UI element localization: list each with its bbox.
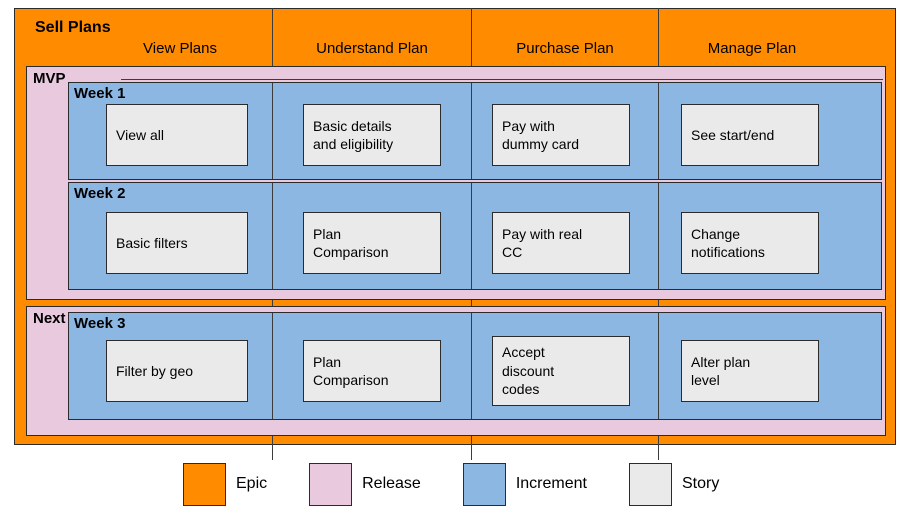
story-card[interactable]: Plan Comparison [303, 212, 441, 274]
increment-divider [272, 183, 273, 289]
increment-divider [272, 83, 273, 179]
legend-swatch-epic [183, 462, 226, 506]
legend-swatch-release [309, 462, 353, 506]
legend-swatch-story [628, 462, 672, 506]
story-card[interactable]: Pay with dummy card [492, 104, 630, 166]
legend: Epic Release Increment Story [183, 462, 783, 506]
legend-label-epic: Epic [236, 475, 268, 492]
legend-label-increment: Increment [515, 475, 587, 492]
release-title-mvp: MVP [33, 70, 66, 87]
increment-divider [272, 313, 273, 419]
release-inner-rule [121, 79, 883, 80]
legend-item-increment: Increment [462, 462, 587, 506]
story-card[interactable]: Pay with real CC [492, 212, 630, 274]
story-card[interactable]: Basic details and eligibility [303, 104, 441, 166]
increment-divider [471, 183, 472, 289]
legend-item-release: Release [309, 462, 421, 506]
increment-title-week3: Week 3 [74, 315, 126, 332]
story-card[interactable]: Alter plan level [681, 340, 819, 402]
story-card[interactable]: Accept discount codes [492, 336, 630, 406]
legend-label-story: Story [681, 475, 720, 492]
story-card[interactable]: Filter by geo [106, 340, 248, 402]
activity-header-view-plans[interactable]: View Plans [143, 40, 217, 57]
activity-header-manage-plan[interactable]: Manage Plan [707, 40, 797, 57]
legend-swatch-increment [462, 462, 506, 506]
legend-item-epic: Epic [183, 462, 268, 506]
increment-title-week1: Week 1 [74, 85, 126, 102]
epic-title: Sell Plans [35, 19, 111, 36]
activity-header-purchase-plan[interactable]: Purchase Plan [516, 40, 614, 57]
increment-divider [471, 83, 472, 179]
increment-divider [471, 313, 472, 419]
legend-item-story: Story [628, 462, 720, 506]
increment-divider [658, 83, 659, 179]
story-card[interactable]: View all [106, 104, 248, 166]
legend-label-release: Release [362, 475, 421, 492]
increment-title-week2: Week 2 [74, 185, 126, 202]
increment-divider [658, 183, 659, 289]
activity-header-understand-plan[interactable]: Understand Plan [316, 40, 428, 57]
release-title-next: Next [33, 310, 66, 327]
increment-divider [658, 313, 659, 419]
story-card[interactable]: Change notifications [681, 212, 819, 274]
story-card[interactable]: See start/end [681, 104, 819, 166]
story-card[interactable]: Plan Comparison [303, 340, 441, 402]
story-card[interactable]: Basic filters [106, 212, 248, 274]
